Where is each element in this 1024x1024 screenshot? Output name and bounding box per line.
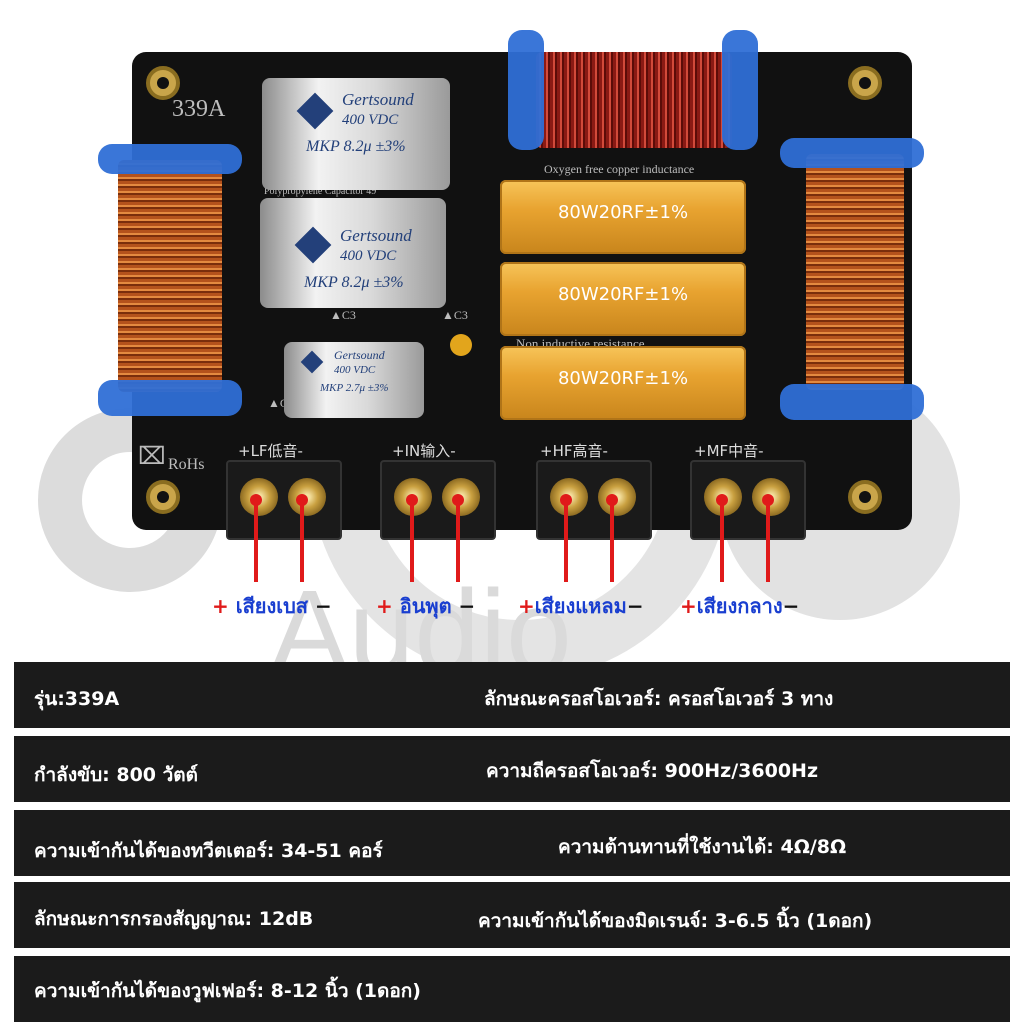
capacitor-small: Gertsound 400 VDC MKP 2.7μ ±3%: [284, 342, 424, 418]
terminal-label-lf: +LF低音-: [238, 442, 303, 460]
spec-power: กำลังขับ: 800 วัตต์: [34, 764, 198, 786]
mount-hole: [146, 66, 180, 100]
capacitor-brand: Gertsound: [340, 226, 412, 245]
spec-row: กำลังขับ: 800 วัตต์ ความถีครอสโอเวอร์: 9…: [14, 736, 1010, 802]
spec-tweeter: ความเข้ากันได้ของทวีตเตอร์: 34-51 คอร์: [34, 840, 383, 862]
inductor-bobbin: [780, 384, 924, 420]
inductor-bobbin: [508, 30, 544, 150]
spec-crossover-type: ลักษณะครอสโอเวอร์: ครอสโอเวอร์ 3 ทาง: [484, 688, 834, 710]
callout-mid: +เสียงกลาง−: [680, 594, 800, 618]
capacitor-logo-icon: [300, 350, 324, 374]
callout-wire: [296, 494, 308, 582]
callout-wire: [762, 494, 774, 582]
resistor: 80W20RF±1%: [500, 262, 746, 336]
callout-treble: +เสียงแหลม−: [518, 594, 644, 618]
mount-hole: [848, 480, 882, 514]
callout-wire: [606, 494, 618, 582]
capacitor-large: Gertsound 400 VDC MKP 8.2μ ±3%: [262, 78, 450, 190]
inductor-left: [118, 160, 222, 392]
callout-bass: + เสียงเบส −: [212, 594, 332, 618]
spec-midrange: ความเข้ากันได้ของมิดเรนจ์: 3-6.5 นิ้ว (1…: [478, 910, 873, 932]
callout-wire: [716, 494, 728, 582]
inductor-bobbin: [98, 144, 242, 174]
callout-wire: [560, 494, 572, 582]
spec-woofer: ความเข้ากันได้ของวูฟเฟอร์: 8-12 นิ้ว (1ด…: [34, 980, 421, 1002]
capacitor-brand: Gertsound: [334, 348, 385, 362]
rohs-mark: RoHs: [168, 456, 205, 473]
mount-hole: [146, 480, 180, 514]
callout-wire: [406, 494, 418, 582]
inductor-bobbin: [722, 30, 758, 150]
spec-row: รุ่น:339A ลักษณะครอสโอเวอร์: ครอสโอเวอร์…: [14, 662, 1010, 728]
callout-input: + อินพุต −: [376, 594, 476, 618]
capacitor-value: MKP 2.7μ ±3%: [320, 382, 389, 394]
terminal-block-lf: [226, 460, 342, 540]
capacitor-voltage: 400 VDC: [342, 112, 399, 128]
c3-mark: ▲C3: [330, 308, 356, 322]
capacitor-logo-icon: [294, 226, 332, 264]
callout-wire: [452, 494, 464, 582]
polyfuse: [450, 334, 472, 356]
capacitor-value: MKP 8.2μ ±3%: [304, 274, 404, 291]
inductor-top: [536, 52, 732, 148]
resistor: 80W20RF±1%: [500, 346, 746, 420]
board-model: 339A: [172, 96, 226, 122]
spec-row: ลักษณะการกรองสัญญาณ: 12dB ความเข้ากันได้…: [14, 882, 1010, 948]
spec-row: ความเข้ากันได้ของวูฟเฟอร์: 8-12 นิ้ว (1ด…: [14, 956, 1010, 1022]
inductor-bobbin: [98, 380, 242, 416]
capacitor-voltage: 400 VDC: [334, 364, 376, 376]
capacitor-brand: Gertsound: [342, 90, 414, 109]
c3-mark: ▲C3: [442, 308, 468, 322]
inductor-right: [806, 154, 904, 390]
spec-slope: ลักษณะการกรองสัญญาณ: 12dB: [34, 908, 314, 930]
capacitor-logo-icon: [296, 92, 334, 130]
inductor-bobbin: [780, 138, 924, 168]
spec-row: ความเข้ากันได้ของทวีตเตอร์: 34-51 คอร์ ค…: [14, 810, 1010, 876]
terminal-block-in: [380, 460, 496, 540]
callout-wire: [250, 494, 262, 582]
mount-hole: [848, 66, 882, 100]
resistor: 80W20RF±1%: [500, 180, 746, 254]
capacitor-large: Gertsound 400 VDC MKP 8.2μ ±3%: [260, 198, 446, 308]
inductor-label: Oxygen free copper inductance: [544, 162, 695, 176]
terminal-block-hf: [536, 460, 652, 540]
terminal-block-mf: [690, 460, 806, 540]
capacitor-voltage: 400 VDC: [340, 248, 397, 264]
terminal-label-hf: +HF高音-: [540, 442, 608, 460]
capacitor-value: MKP 8.2μ ±3%: [306, 138, 406, 155]
capacitor-side-text: Polypropylene Capacitor 49: [264, 186, 377, 197]
spec-model: รุ่น:339A: [34, 688, 120, 710]
spec-frequency: ความถีครอสโอเวอร์: 900Hz/3600Hz: [486, 760, 819, 782]
terminal-label-mf: +MF中音-: [694, 442, 764, 460]
recycle-bin-icon: ⌧: [138, 442, 166, 470]
spec-impedance: ความต้านทานที่ใช้งานได้: 4Ω/8Ω: [558, 836, 847, 858]
terminal-label-in: +IN输入-: [392, 442, 456, 460]
